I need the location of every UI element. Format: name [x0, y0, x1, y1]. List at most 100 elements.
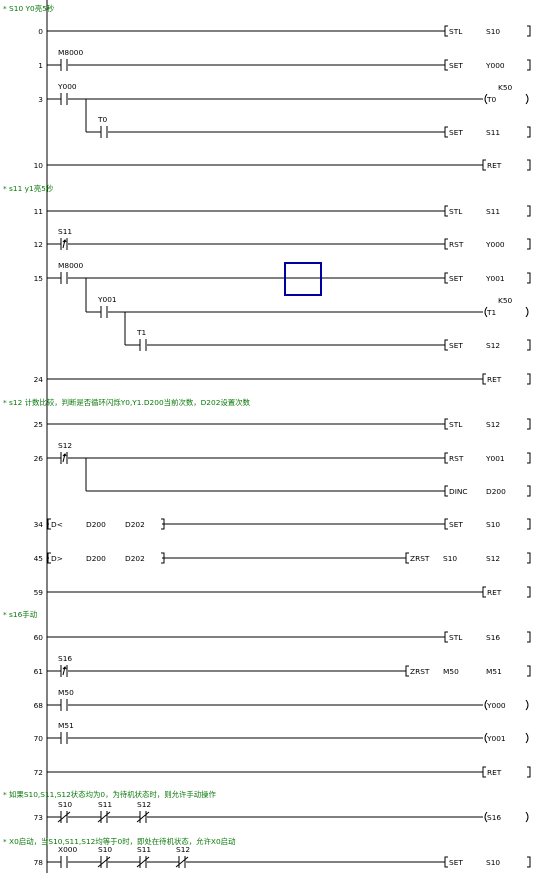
- contact-s12[interactable]: S12: [58, 441, 72, 464]
- contact-gap: [61, 93, 68, 105]
- instruction-arg: Y001: [485, 274, 505, 283]
- contact-s10[interactable]: S10: [57, 800, 72, 823]
- instruction-arg1: M50: [443, 667, 459, 676]
- step-number: 0: [38, 27, 43, 36]
- compare-arg1: D200: [86, 554, 106, 563]
- coil-bg: [484, 307, 528, 317]
- coil-paren-right: [525, 306, 529, 318]
- instruction-arg: S11: [486, 207, 500, 216]
- instruction-ret[interactable]: RET: [482, 159, 531, 171]
- step-number: 59: [34, 588, 44, 597]
- contact-label: S12: [58, 441, 72, 450]
- nc-slash: [57, 811, 71, 823]
- bracket-left: [444, 339, 448, 351]
- nc-slash: [97, 811, 111, 823]
- bracket-left: [482, 766, 486, 778]
- contact-t0[interactable]: T0: [97, 115, 108, 138]
- contact-label: S12: [176, 845, 190, 854]
- contact-x000[interactable]: X000: [58, 845, 77, 868]
- instruction-op: SET: [449, 520, 463, 529]
- instruction-op: SET: [449, 61, 463, 70]
- contact-s11[interactable]: S11: [97, 800, 112, 823]
- bracket-left: [47, 552, 51, 564]
- instruction-ret[interactable]: RET: [482, 373, 531, 385]
- coil-y001[interactable]: Y001: [484, 732, 529, 744]
- contact-label: M8000: [58, 261, 83, 270]
- bracket-right: [527, 552, 531, 564]
- coil-bg: [484, 94, 528, 104]
- instruction-op: STL: [449, 420, 463, 429]
- rung-comment: * X0启动，当S10,S11,S12均等于0时，即处在待机状态，允许X0启动: [3, 837, 235, 846]
- bracket-left: [444, 452, 448, 464]
- instruction-arg: S10: [486, 520, 500, 529]
- step-number: 34: [34, 520, 44, 529]
- contact-gap: [101, 126, 108, 138]
- instruction-ret[interactable]: RET: [482, 586, 531, 598]
- contact-m8000[interactable]: M8000: [58, 48, 83, 71]
- instruction-arg1: S10: [443, 554, 457, 563]
- contact-s12[interactable]: S12: [175, 845, 190, 868]
- instruction-set[interactable]: SET Y001: [444, 272, 531, 284]
- coil-paren-right: [525, 811, 529, 823]
- contact-label: M8000: [58, 48, 83, 57]
- contact-s16[interactable]: S16: [58, 654, 72, 677]
- contact-s11[interactable]: S11: [136, 845, 151, 868]
- instruction-op: SET: [449, 274, 463, 283]
- coil-paren-left: [484, 306, 488, 318]
- contact-s11[interactable]: S11: [58, 227, 72, 250]
- coil-preset: K50: [498, 296, 513, 305]
- selection-cursor[interactable]: [284, 262, 322, 296]
- rung-wires: [47, 30, 483, 863]
- bracket-right: [527, 665, 531, 677]
- contact-y001[interactable]: Y001: [97, 295, 117, 318]
- contacts[interactable]: M8000Y000T0S11M8000Y001T1S12S16M50M51S10…: [57, 48, 190, 868]
- bracket-right: [527, 766, 531, 778]
- bracket-left: [482, 159, 486, 171]
- step-number: 11: [34, 207, 44, 216]
- contact-gap: [61, 856, 68, 868]
- contact-t1[interactable]: T1: [136, 328, 147, 351]
- instruction-ret[interactable]: RET: [482, 766, 531, 778]
- instruction-arg: S12: [486, 420, 500, 429]
- contact-s12[interactable]: S12: [136, 800, 151, 823]
- contact-label: T1: [136, 328, 147, 337]
- instruction-stl[interactable]: STL S12: [444, 418, 531, 430]
- contact-label: S11: [98, 800, 112, 809]
- contact-m8000[interactable]: M8000: [58, 261, 83, 284]
- contact-m50[interactable]: M50: [58, 688, 74, 711]
- coil-s16[interactable]: S16: [484, 811, 529, 823]
- instruction-op: DINC: [449, 487, 468, 496]
- step-number: 25: [34, 420, 44, 429]
- coil-y000[interactable]: Y000: [484, 699, 529, 711]
- contact-label: X000: [58, 845, 77, 854]
- coil-label: Y001: [486, 734, 506, 743]
- instruction-arg: S11: [486, 128, 500, 137]
- nc-slash: [136, 856, 150, 868]
- bracket-left: [482, 586, 486, 598]
- instruction-set[interactable]: SET S10: [444, 518, 531, 530]
- contact-y000[interactable]: Y000: [57, 82, 77, 105]
- contact-m51[interactable]: M51: [58, 721, 74, 744]
- contact-s10[interactable]: S10: [97, 845, 112, 868]
- compare-arg2: D202: [125, 554, 145, 563]
